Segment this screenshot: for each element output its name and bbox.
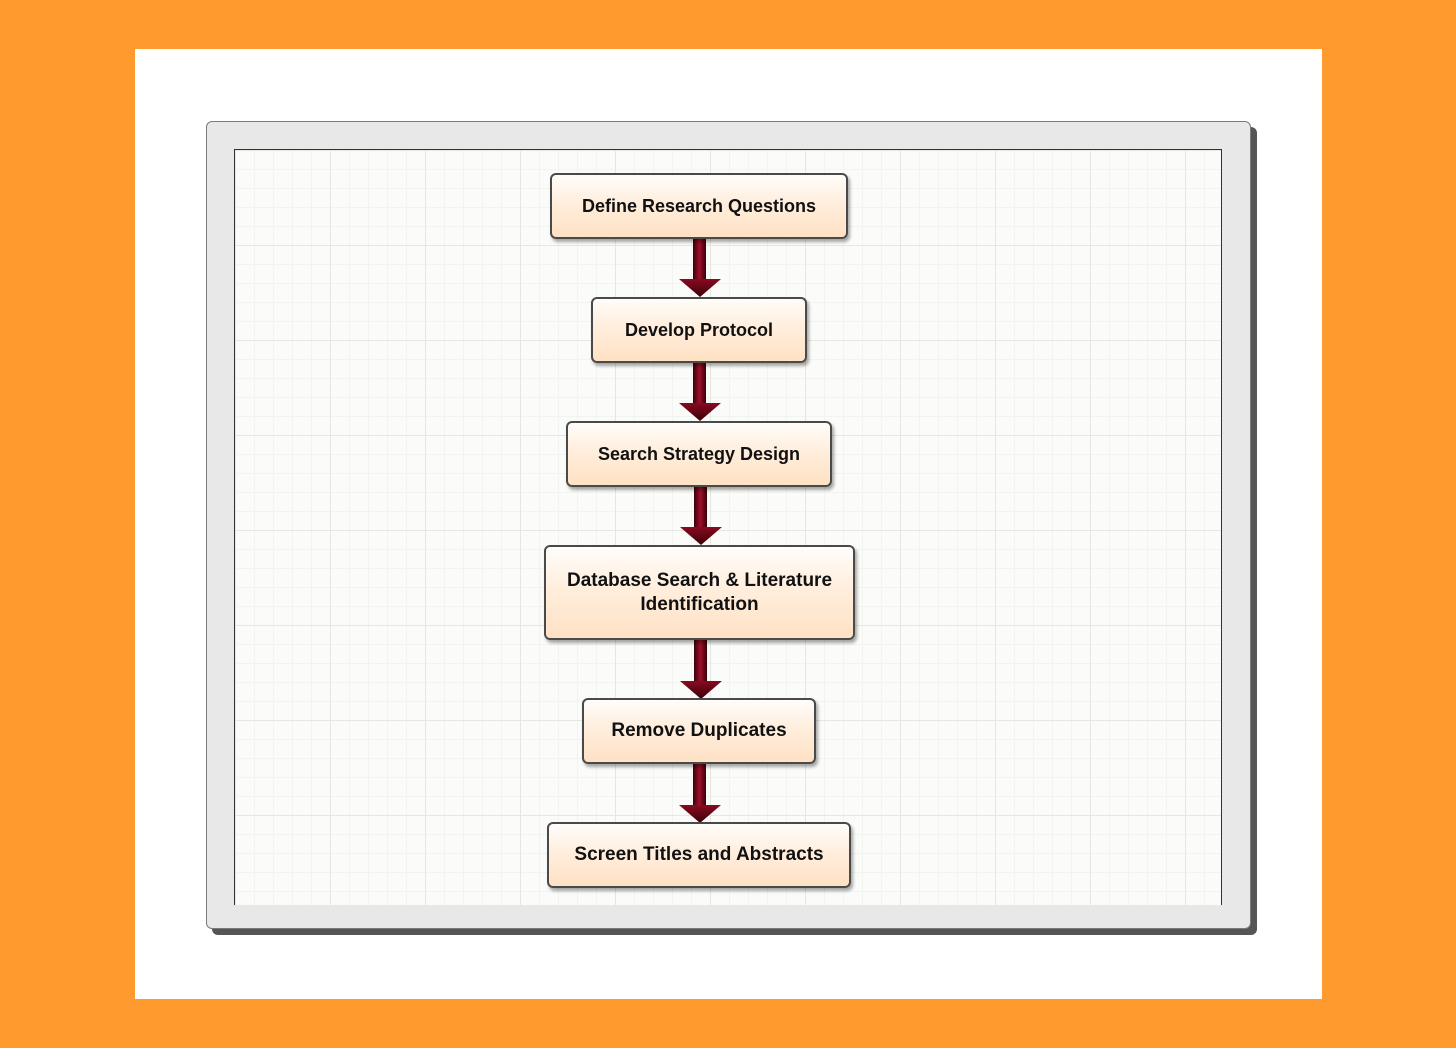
step-label: Remove Duplicates <box>611 720 787 741</box>
step-screen-titles-abstracts[interactable]: Screen Titles and Abstracts <box>547 822 851 888</box>
step-remove-duplicates[interactable]: Remove Duplicates <box>582 698 816 764</box>
step-label: Database Search & Literature Identificat… <box>566 569 833 615</box>
step-develop-protocol[interactable]: Develop Protocol <box>591 297 807 363</box>
arrow-3 <box>680 486 722 545</box>
step-database-search[interactable]: Database Search & Literature Identificat… <box>544 545 855 640</box>
connector-layer <box>679 238 722 823</box>
step-search-strategy-design[interactable]: Search Strategy Design <box>566 421 832 487</box>
step-label: Develop Protocol <box>624 320 774 340</box>
step-label: Search Strategy Design <box>597 444 801 464</box>
diagram-canvas: Define Research Questions Develop Protoc… <box>234 149 1222 905</box>
arrow-2 <box>679 362 721 421</box>
arrow-4 <box>680 639 722 699</box>
step-label: Define Research Questions <box>581 196 817 216</box>
arrow-5 <box>679 763 721 823</box>
step-define-research-questions[interactable]: Define Research Questions <box>550 173 848 239</box>
step-label: Screen Titles and Abstracts <box>574 844 824 865</box>
arrow-1 <box>679 238 721 297</box>
